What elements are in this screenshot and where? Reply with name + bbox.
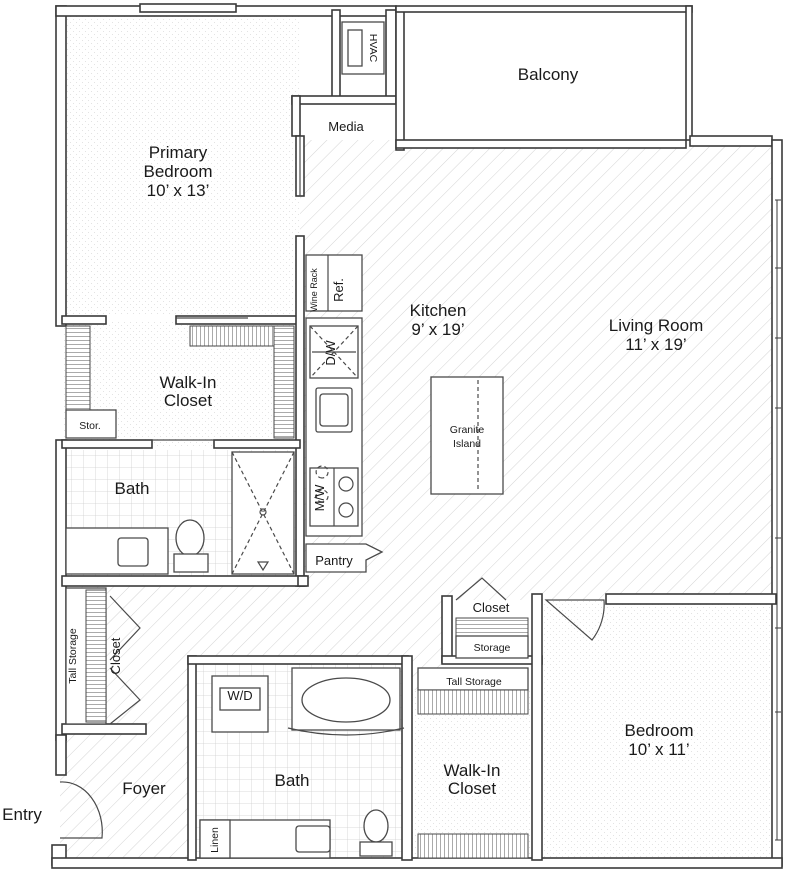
linen-label: Linen	[209, 827, 221, 853]
storage-small-label: Stor.	[79, 420, 101, 432]
hvac-label: HVAC	[367, 34, 379, 63]
hall-closet-label: Closet	[473, 600, 510, 615]
walk-in-closet-label-1: Walk-In	[160, 373, 217, 392]
media-label: Media	[328, 119, 364, 134]
tall-storage-bedroom-label: Tall Storage	[446, 676, 502, 688]
balcony-label: Balcony	[518, 65, 579, 84]
primary-bedroom-size: 10’ x 13’	[147, 181, 210, 200]
pantry-label: Pantry	[315, 553, 353, 568]
dishwasher-label: D/W	[323, 340, 338, 366]
washer-dryer-label: W/D	[227, 688, 252, 703]
hall-closet	[455, 577, 529, 659]
hall-storage-label: Storage	[474, 642, 511, 654]
second-bath-fixtures	[199, 667, 405, 859]
tall-storage-left-label: Tall Storage	[67, 628, 79, 684]
wine-rack-label: Wine Rack	[309, 268, 319, 312]
foyer-label: Foyer	[122, 779, 166, 798]
walk-in-closet-label-2: Closet	[164, 391, 212, 410]
bedroom-closet-shelves	[417, 667, 529, 859]
entry-label: Entry	[2, 805, 42, 824]
foyer-closet-label: Closet	[108, 637, 123, 674]
second-bath-label: Bath	[275, 771, 310, 790]
primary-bedroom-label-1: Primary	[149, 143, 208, 162]
bedroom-size: 10’ x 11’	[628, 740, 689, 759]
bedroom-closet-label-2: Closet	[448, 779, 496, 798]
kitchen-size: 9’ x 19’	[411, 320, 464, 339]
kitchen-label: Kitchen	[410, 301, 467, 320]
granite-island-label-1: Granite	[450, 424, 485, 436]
foyer-storage	[65, 587, 107, 725]
bedroom-label: Bedroom	[625, 721, 694, 740]
kitchen-fixtures	[305, 254, 504, 573]
doors	[59, 136, 605, 839]
primary-closet-shelves	[65, 317, 295, 441]
refrigerator-label: Ref.	[331, 278, 346, 302]
windows	[775, 199, 781, 841]
primary-bath-fixtures	[65, 451, 295, 575]
granite-island-label-2: Island	[453, 438, 481, 450]
bedroom-closet-label-1: Walk-In	[444, 761, 501, 780]
living-room-size: 11’ x 19’	[625, 335, 686, 354]
hvac-unit	[341, 21, 385, 75]
microwave-label: M/W	[312, 484, 327, 511]
primary-bedroom-label-2: Bedroom	[144, 162, 213, 181]
living-room-label: Living Room	[609, 316, 704, 335]
primary-bath-label: Bath	[115, 479, 150, 498]
room-labels: Primary Bedroom 10’ x 13’ Balcony HVAC M…	[2, 34, 703, 853]
